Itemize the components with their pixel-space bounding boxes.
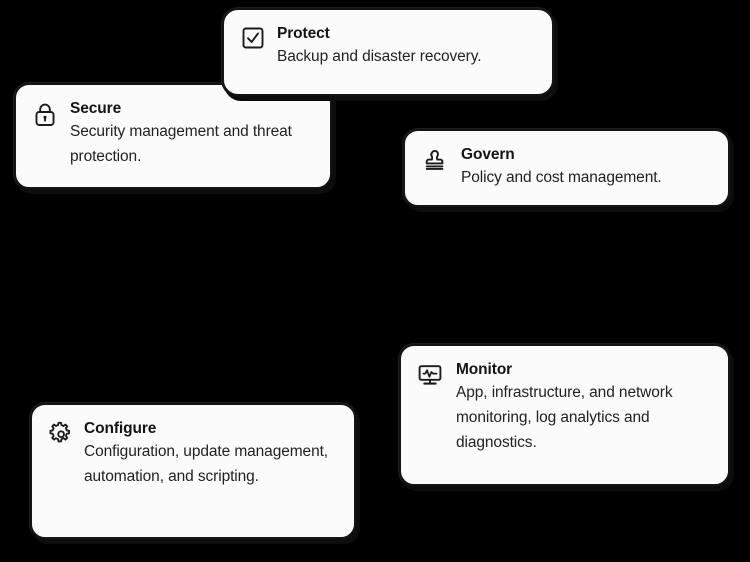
card-description: Policy and cost management. (461, 169, 662, 186)
card-title: Govern (461, 146, 515, 163)
card-description: Security management and threat protectio… (70, 123, 292, 165)
card-title: Monitor (456, 361, 513, 378)
card-configure[interactable]: Configure Configuration, update manageme… (30, 403, 356, 539)
card-text: Govern Policy and cost management. (461, 144, 712, 190)
card-text: Configure Configuration, update manageme… (84, 418, 338, 489)
card-description: App, infrastructure, and network monitor… (456, 384, 673, 451)
card-text: Secure Security management and threat pr… (70, 98, 314, 169)
card-title: Secure (70, 100, 122, 117)
card-title: Configure (84, 420, 157, 437)
card-govern[interactable]: Govern Policy and cost management. (403, 129, 730, 207)
checkbox-checked-icon (238, 25, 268, 55)
card-protect[interactable]: Protect Backup and disaster recovery. (222, 8, 554, 96)
monitor-pulse-icon (415, 362, 445, 392)
padlock-icon (30, 101, 60, 131)
card-text: Monitor App, infrastructure, and network… (456, 359, 712, 455)
card-description: Configuration, update management, automa… (84, 443, 329, 485)
gear-icon (46, 421, 76, 451)
card-monitor[interactable]: Monitor App, infrastructure, and network… (399, 344, 730, 486)
card-title: Protect (277, 25, 330, 42)
card-description: Backup and disaster recovery. (277, 48, 482, 65)
card-secure[interactable]: Secure Security management and threat pr… (14, 83, 332, 189)
card-text: Protect Backup and disaster recovery. (277, 23, 536, 69)
rubber-stamp-icon (419, 146, 449, 176)
